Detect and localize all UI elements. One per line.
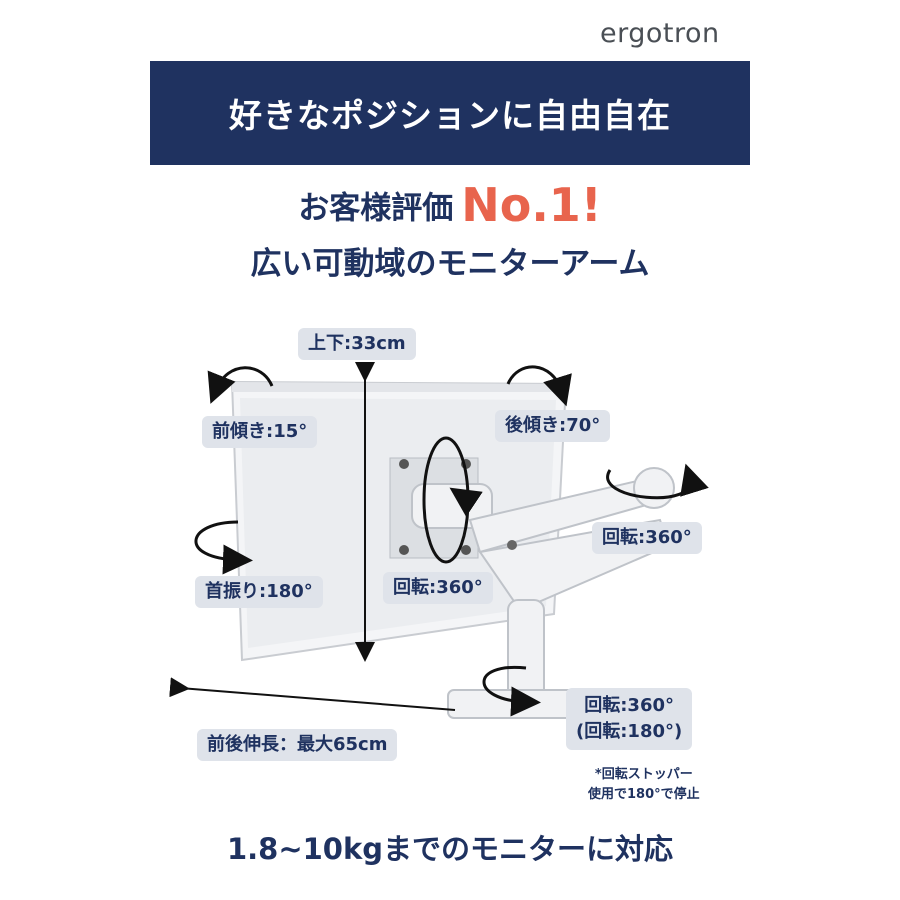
footer-text: 1.8~10kgまでのモニターに対応 bbox=[226, 832, 674, 866]
label-rotate-base-line2: (回転:180°) bbox=[576, 721, 683, 742]
label-vertical-range: 上下:33cm bbox=[298, 328, 416, 360]
label-swivel: 首振り:180° bbox=[195, 576, 323, 608]
stopper-note: *回転ストッパー 使用で180°で停止 bbox=[588, 765, 700, 805]
label-rotate-monitor: 回転:360° bbox=[383, 572, 493, 604]
ergotron-logo: ergotron bbox=[600, 18, 720, 49]
label-tilt-back: 後傾き:70° bbox=[495, 410, 611, 442]
label-rotate-base: 回転:360° (回転:180°) bbox=[566, 688, 693, 750]
label-tilt-forward: 前傾き:15° bbox=[202, 416, 318, 448]
label-extension: 前後伸長：最大65cm bbox=[197, 729, 398, 761]
headline-prefix: お客様評価 bbox=[298, 190, 454, 227]
headline-highlight: No.1! bbox=[461, 178, 602, 232]
banner-title: 好きなポジションに自由自在 bbox=[229, 96, 671, 135]
label-rotate-base-line1: 回転:360° bbox=[584, 695, 674, 716]
headline-subtitle: 広い可動域のモニターアーム bbox=[250, 246, 650, 282]
title-banner: 好きなポジションに自由自在 bbox=[150, 61, 750, 165]
stopper-note-line2: 使用で180°で停止 bbox=[588, 787, 700, 802]
stopper-note-line1: *回転ストッパー bbox=[594, 767, 693, 782]
label-rotate-arm: 回転:360° bbox=[592, 522, 702, 554]
